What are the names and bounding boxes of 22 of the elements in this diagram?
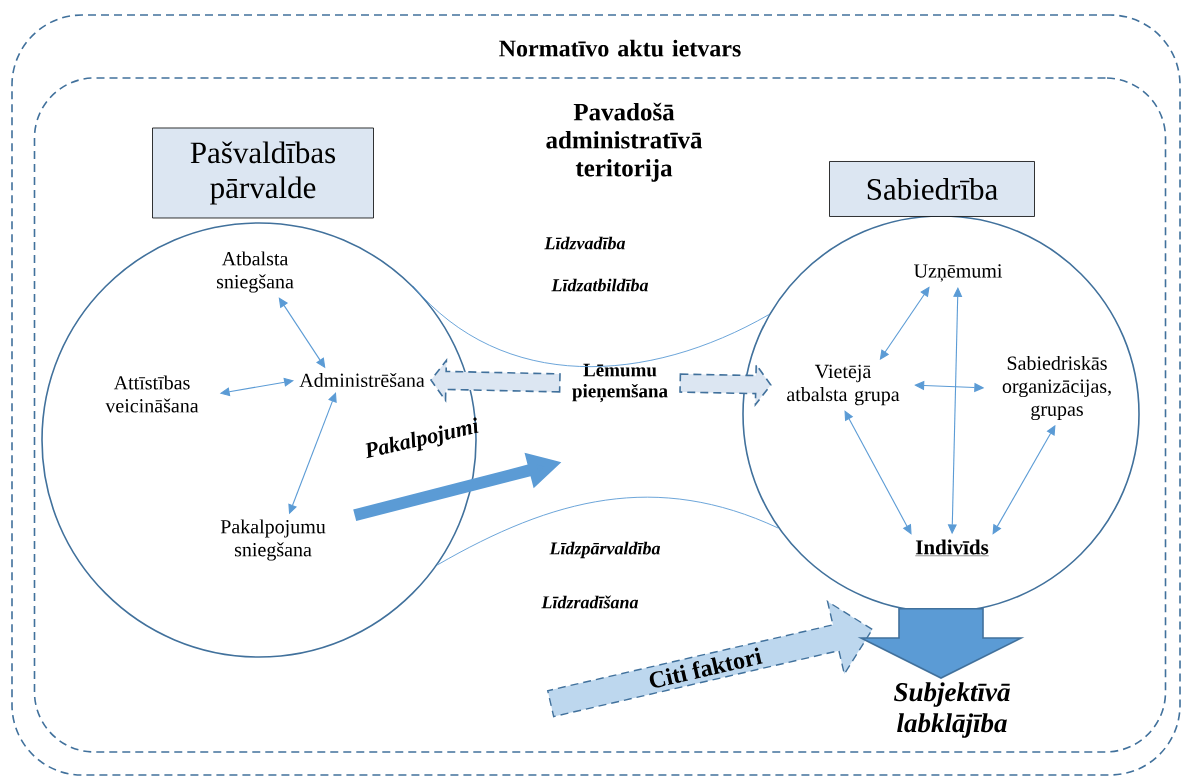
italic-label: Līdzatbildība [551,278,649,292]
node-label: Lēmumu pieņemšana [572,363,668,403]
node-label: Subjektīvā labklājība [894,682,1010,738]
curved-line [412,285,770,367]
block-arrow [679,362,772,407]
node-label: Indivīds [915,539,989,556]
node-label: Vietējā atbalsta grupa [787,364,900,406]
italic-label: Līdzpārvaldība [549,541,661,559]
block-arrow [429,358,561,403]
double-arrow [844,410,912,535]
node-label: Administrēšana [299,372,425,388]
node-label: Uzņēmumi [914,264,1003,282]
node-label: Sabiedriskās organizācijas, grupas [1002,355,1111,421]
node-label: Atbalsta sniegšana [216,251,294,293]
circle [41,222,477,658]
node-label: Attīstības veicināšana [105,375,199,413]
italic-label: Līdzvadība [544,236,626,250]
node-label: Pakalpojumu sniegšana [220,519,326,561]
header-box: Pašvaldības pārvalde [152,127,374,219]
header-box: Sabiedrība [829,161,1035,217]
block-arrow [857,608,1025,679]
curved-line [436,497,779,566]
